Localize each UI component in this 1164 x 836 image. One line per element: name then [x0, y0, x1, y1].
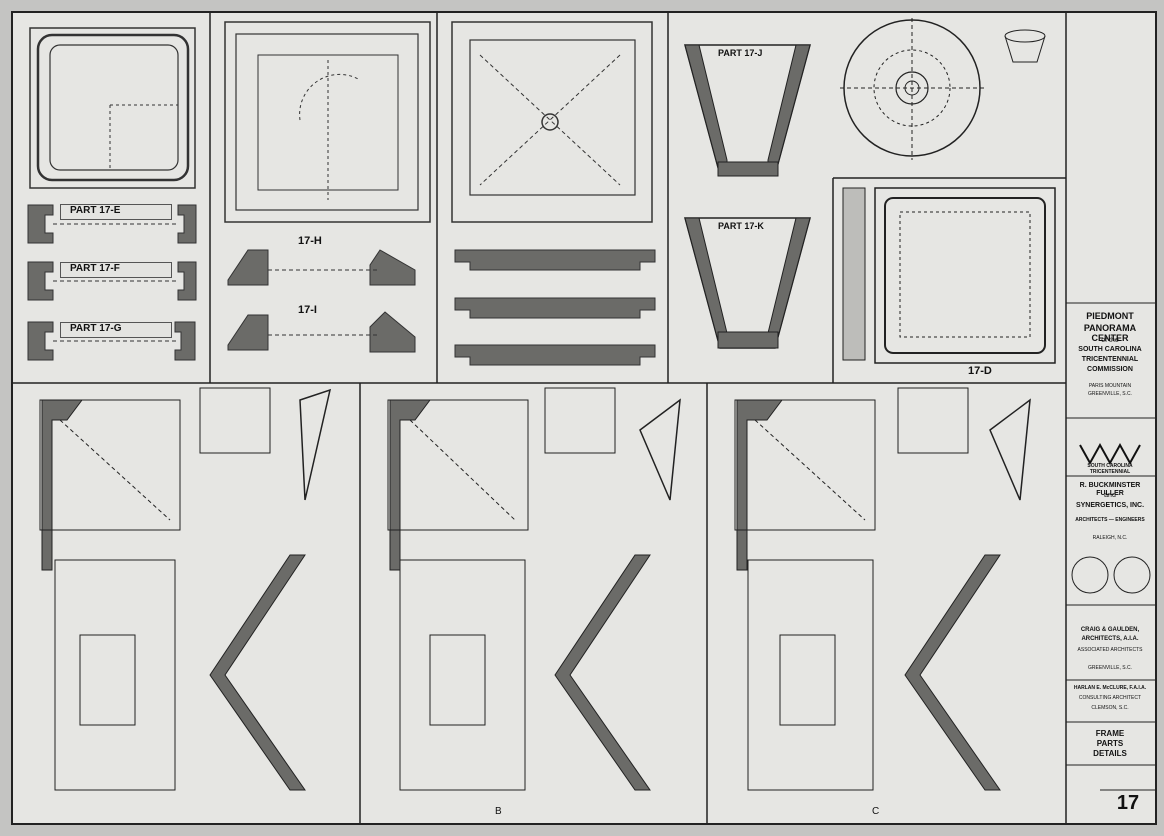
panel-plate-plan-1 — [29, 27, 196, 189]
part-17-f: PART 17-F — [70, 263, 120, 274]
panel-plate-plan-3 — [451, 21, 653, 223]
part-g-box — [60, 322, 172, 338]
consultant-line-1: HARLAN E. McCLURE, F.A.I.A. — [1073, 685, 1147, 691]
location-2: GREENVILLE, S.C. — [1088, 391, 1132, 397]
part-e-box — [60, 204, 172, 220]
assoc-line-2: ARCHITECTS, A.I.A. — [1081, 636, 1139, 642]
commission-2: TRICENTENNIAL — [1081, 356, 1139, 363]
part-17-j: PART 17-J — [718, 48, 763, 58]
firm-line-3: SYNERGETICS, INC. — [1075, 502, 1145, 509]
part-17-i: 17-I — [298, 304, 317, 316]
vertex-trim-plate — [842, 187, 1056, 364]
firm-line-2: and — [1104, 492, 1116, 499]
panel-borders — [12, 12, 1067, 824]
logo-caption-2: TRICENTENNIAL — [1089, 469, 1131, 475]
project-name-1: PIEDMONT — [1086, 311, 1134, 321]
commission-1: SOUTH CAROLINA — [1078, 346, 1142, 353]
label-c: C — [872, 806, 879, 817]
cap-plates — [454, 249, 656, 366]
consultant-line-2: CONSULTING ARCHITECT — [1078, 695, 1142, 701]
location-1: PARIS MOUNTAIN — [1088, 383, 1132, 389]
label-b: B — [495, 806, 502, 817]
part-17-g: PART 17-G — [70, 323, 122, 334]
commission-3: COMMISSION — [1087, 366, 1133, 373]
part-17-h: 17-H — [298, 235, 322, 247]
logo-caption-1: SOUTH CAROLINA — [1087, 463, 1133, 469]
parts-hi — [227, 249, 416, 353]
part-17-e: PART 17-E — [70, 205, 121, 216]
parts-efg — [27, 204, 197, 361]
sheet-number: 17 — [1116, 792, 1140, 814]
consultant-line-3: CLEMSON, S.C. — [1091, 705, 1129, 711]
detail-a — [39, 387, 332, 791]
firm-line-4: ARCHITECTS — ENGINEERS — [1075, 517, 1145, 523]
sheet-title-3: DETAILS — [1093, 749, 1127, 758]
part-17-k: PART 17-K — [718, 221, 764, 231]
part-17-d: 17-D — [968, 365, 992, 377]
detail-c — [734, 387, 1031, 791]
firm-line-1: R. BUCKMINSTER FULLER — [1079, 482, 1141, 497]
panel-plate-plan-2 — [224, 21, 431, 223]
sheet-title-2: PARTS — [1096, 739, 1124, 748]
frustum-sections — [684, 44, 811, 349]
assoc-line-4: GREENVILLE, S.C. — [1088, 665, 1132, 671]
circular-plan — [840, 18, 985, 160]
of-the: of the — [1101, 337, 1119, 344]
tricentennial-logo — [1079, 442, 1141, 466]
detail-b — [387, 387, 681, 791]
sheet-title-1: FRAME — [1095, 729, 1125, 738]
iso-view — [1004, 29, 1046, 63]
assoc-line-3: ASSOCIATED ARCHITECTS — [1077, 647, 1143, 653]
project-name-2: PANORAMA CENTER — [1083, 323, 1137, 343]
part-f-box — [60, 262, 172, 278]
title-block-lines — [1066, 302, 1156, 791]
assoc-line-1: CRAIG & GAULDEN, — [1080, 627, 1140, 633]
firm-line-5: RALEIGH, N.C. — [1092, 535, 1128, 541]
